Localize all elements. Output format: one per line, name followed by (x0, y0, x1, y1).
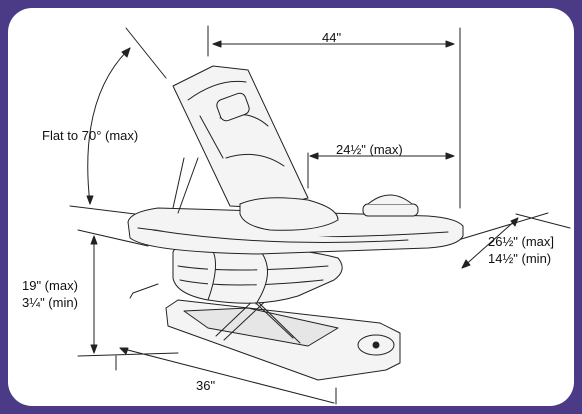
dim-line-44 (207, 25, 461, 209)
label-width-min: 14½" (min) (488, 251, 552, 266)
label-width-max: 26½" (max] (488, 234, 555, 249)
diagram-frame: 44" Flat to 70° (max) 24½" (max) 26½" (m… (8, 8, 574, 406)
bath-lift-illustration (69, 25, 571, 405)
dim-line-24-5 (307, 152, 455, 189)
seat-platform (127, 194, 464, 255)
label-base-length: 36" (196, 378, 216, 393)
backrest (172, 65, 309, 214)
label-height-max: 19" (max) (22, 278, 78, 293)
base-plate (129, 283, 401, 381)
lift-bellows (172, 242, 343, 305)
label-seat-depth: 24½" (max) (336, 142, 403, 157)
dim-line-36 (115, 347, 337, 405)
dim-line-height (77, 229, 179, 357)
label-backrest-angle: Flat to 70° (max) (42, 128, 139, 143)
label-height-min: 3¼" (min) (22, 295, 78, 310)
label-overall-length: 44" (322, 30, 342, 45)
dim-line-width (447, 212, 571, 269)
angle-arc (69, 27, 169, 219)
seat-cushion (239, 197, 339, 231)
